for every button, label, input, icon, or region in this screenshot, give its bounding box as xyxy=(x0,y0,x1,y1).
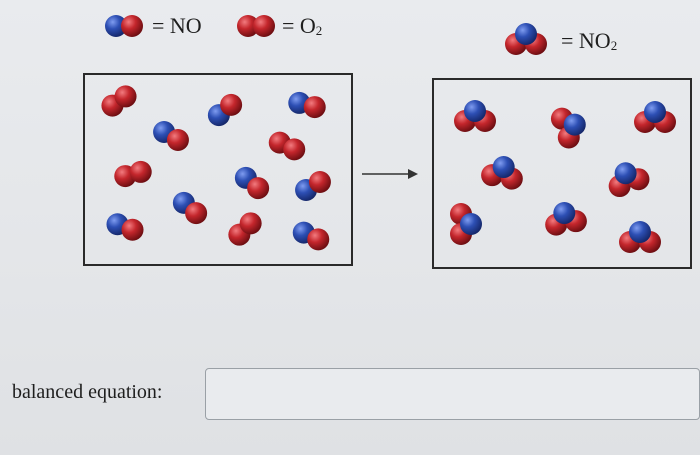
no-molecule xyxy=(288,91,326,119)
reaction-arrow-icon xyxy=(362,169,418,179)
reactant-box xyxy=(83,73,353,266)
oxygen-atom xyxy=(283,138,306,161)
oxygen-atom xyxy=(237,15,259,37)
nitrogen-atom xyxy=(492,156,515,179)
nitrogen-atom xyxy=(464,100,486,122)
oxygen-atom xyxy=(185,202,208,225)
oxygen-atom xyxy=(129,160,152,183)
nitrogen-atom xyxy=(515,23,537,45)
legend-no-molecule xyxy=(105,15,143,37)
no-molecule xyxy=(153,121,189,151)
oxygen-atom xyxy=(121,218,144,241)
oxygen-atom xyxy=(307,228,330,251)
oxygen-atom xyxy=(303,96,326,119)
no-molecule xyxy=(292,221,330,251)
nitrogen-atom xyxy=(105,15,127,37)
no2-molecule xyxy=(545,202,587,236)
oxygen-atom xyxy=(121,15,143,37)
nitrogen-atom xyxy=(563,113,586,136)
balanced-equation-input[interactable] xyxy=(205,368,700,420)
nitrogen-atom xyxy=(629,221,651,243)
legend-o2-label: = O2 xyxy=(282,13,323,38)
oxygen-atom xyxy=(114,85,137,108)
no2-molecule xyxy=(619,221,661,253)
oxygen-atom xyxy=(308,171,331,193)
oxygen-atom xyxy=(247,177,270,200)
product-box xyxy=(432,78,692,269)
no2-molecule xyxy=(454,100,496,132)
legend-no2-molecule xyxy=(505,23,547,55)
o2-molecule xyxy=(114,160,152,188)
no-molecule xyxy=(207,93,243,127)
oxygen-atom xyxy=(166,129,189,151)
nitrogen-atom xyxy=(644,101,666,123)
legend-o2-molecule xyxy=(237,15,275,37)
no-molecule xyxy=(234,166,270,200)
no-molecule xyxy=(295,171,331,201)
legend-no2-label: = NO2 xyxy=(561,28,618,53)
no-molecule xyxy=(172,191,208,225)
no2-molecule xyxy=(450,203,482,245)
equation-label: balanced equation: xyxy=(12,381,163,403)
o2-molecule xyxy=(106,213,144,241)
nitrogen-atom xyxy=(614,162,637,185)
nitrogen-atom xyxy=(460,213,482,235)
oxygen-atom xyxy=(220,93,243,116)
nitrogen-atom xyxy=(553,202,576,225)
no2-molecule xyxy=(634,101,676,133)
o2-molecule xyxy=(268,131,306,161)
o2-molecule xyxy=(101,85,137,117)
no2-molecule xyxy=(481,156,523,190)
oxygen-atom xyxy=(239,212,262,235)
oxygen-atom xyxy=(253,15,275,37)
legend-no-label: = NO xyxy=(152,13,202,38)
no2-molecule xyxy=(608,162,650,198)
o2-molecule xyxy=(228,212,262,246)
no2-molecule xyxy=(550,107,586,149)
